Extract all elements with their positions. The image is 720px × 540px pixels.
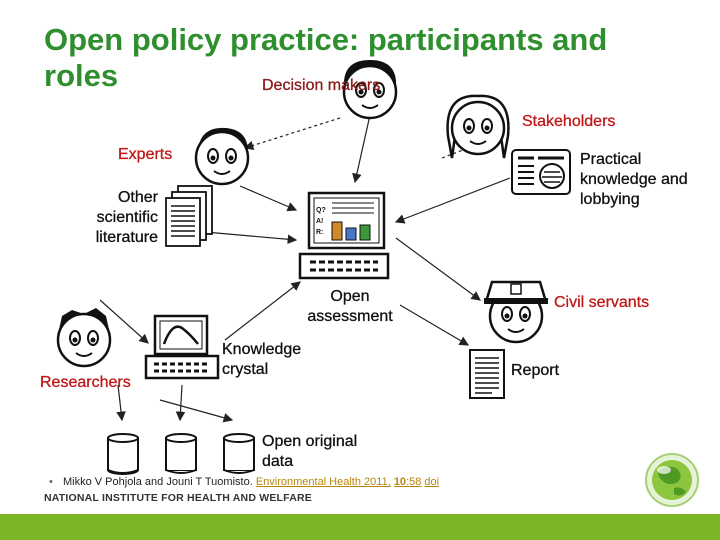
- screen-text-a: A!: [316, 218, 323, 225]
- citation: • Mikko V Pohjola and Jouni T Tuomisto. …: [63, 476, 439, 488]
- researchers-label: Researchers: [40, 373, 131, 393]
- stakeholders-label: Stakeholders: [522, 112, 615, 132]
- open-assessment-label: Open assessment: [295, 287, 405, 327]
- data-cylinder-icon: [166, 434, 196, 473]
- knowledge-crystal-label: Knowledge crystal: [222, 340, 322, 380]
- report-label: Report: [511, 361, 559, 381]
- screen-text-q: Q?: [316, 207, 326, 214]
- data-cylinder-icon: [108, 434, 138, 474]
- decision-makers-label: Decision makers: [262, 76, 380, 96]
- newspaper-icon: [512, 150, 570, 194]
- document-stack-icon: [166, 186, 212, 246]
- citation-bullet: •: [49, 476, 53, 488]
- knowledge-crystal-computer-icon: [146, 316, 218, 378]
- stakeholder-face-icon: [448, 96, 509, 158]
- civil-servants-label: Civil servants: [554, 293, 649, 313]
- experts-label: Experts: [118, 145, 172, 165]
- assessment-computer-icon: [300, 193, 388, 278]
- other-literature-label: Other scientific literature: [84, 188, 158, 248]
- citation-authors: Mikko V Pohjola and Jouni T Tuomisto.: [63, 476, 253, 488]
- expert-face-icon: [196, 128, 248, 184]
- citation-volume-link[interactable]: 10: [394, 476, 406, 488]
- screen-text-r: R:: [316, 229, 323, 236]
- institution-name: NATIONAL INSTITUTE FOR HEALTH AND WELFAR…: [44, 492, 312, 504]
- citation-journal-link[interactable]: Environmental Health 2011,: [256, 476, 391, 488]
- globe-logo-icon: [646, 454, 698, 506]
- citation-pages-link[interactable]: :58: [406, 476, 421, 488]
- report-document-icon: [470, 350, 504, 398]
- footer-bar: [0, 514, 720, 540]
- researcher-face-icon: [58, 308, 110, 366]
- open-original-data-label: Open original data: [262, 432, 382, 472]
- civil-servant-face-icon: [484, 282, 548, 342]
- practical-knowledge-label: Practical knowledge and lobbying: [580, 150, 710, 210]
- citation-doi-link[interactable]: doi: [424, 476, 439, 488]
- data-cylinder-icon: [224, 434, 254, 473]
